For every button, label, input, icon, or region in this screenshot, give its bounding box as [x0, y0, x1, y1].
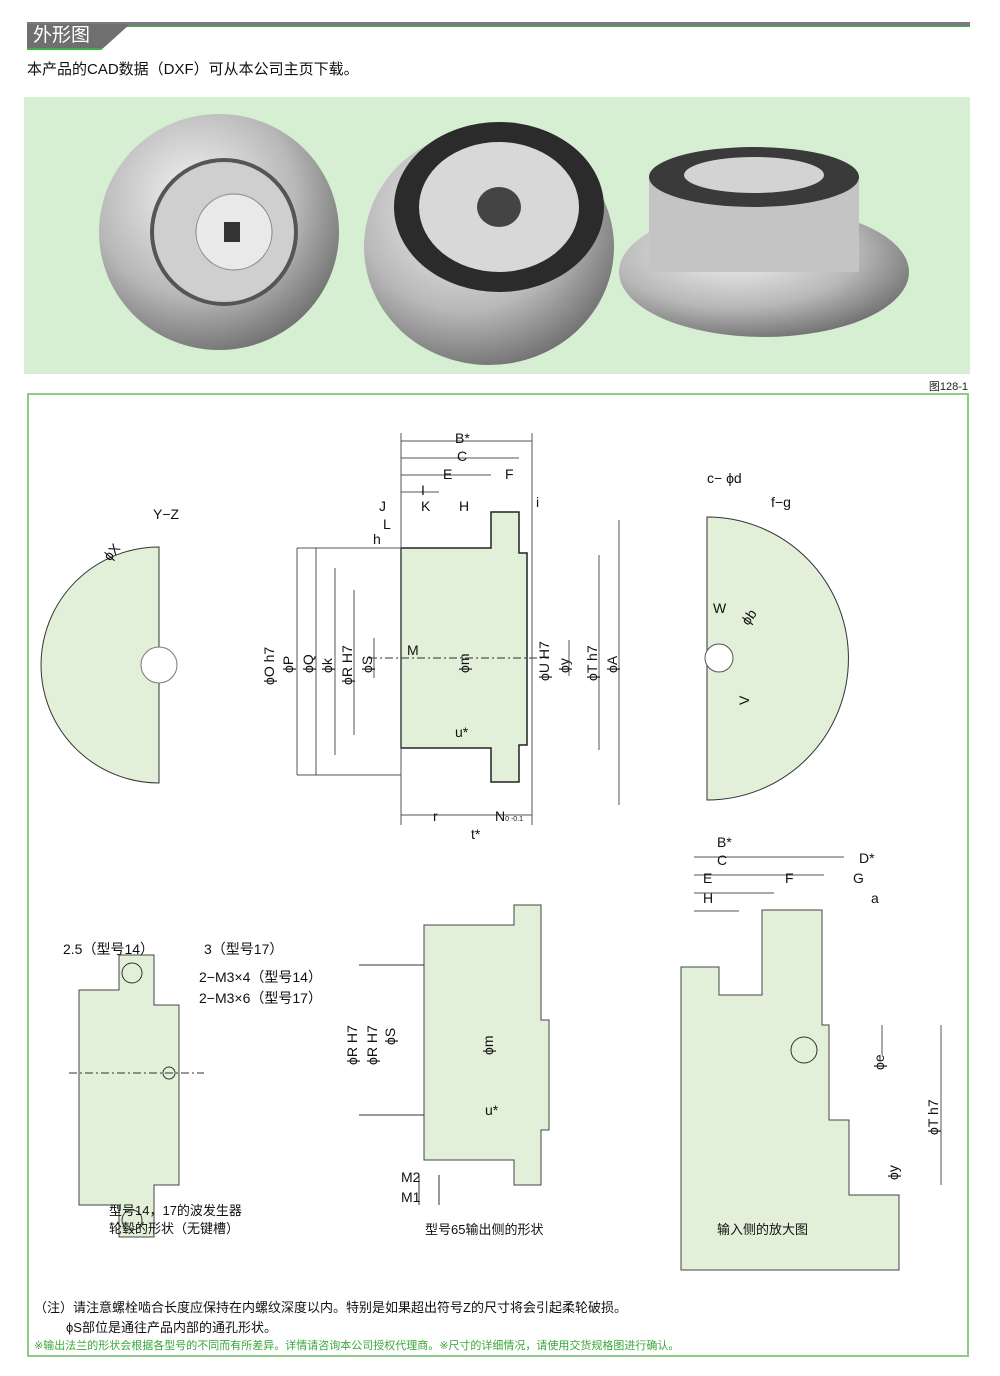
dim-phi-a: ϕA [604, 655, 620, 673]
drawing-panel: Y−Z ϕX B* C E F I J K H L h i ϕO h7 ϕP ϕ… [27, 393, 969, 1357]
hub-caption: 型号14，17的波发生器轮毂的形状（无键槽） [109, 1202, 242, 1238]
hub-dim-model14: 2.5（型号14） [63, 941, 155, 957]
green-note: ※输出法兰的形状会根据各型号的不同而有所差异。详情请咨询本公司授权代理商。※尺寸… [34, 1340, 680, 1352]
dim-m-upper: M [407, 642, 419, 658]
dim-n: N0 -0.1 [495, 809, 523, 823]
dim-i-upper: I [421, 482, 425, 498]
input-dim-c: C [717, 852, 728, 868]
dim-phi-q: ϕQ [300, 654, 316, 673]
out65-m2: M2 [401, 1169, 421, 1185]
dim-phi-k: ϕk [319, 658, 335, 673]
dim-phi-r: ϕR H7 [339, 645, 355, 685]
dim-i: i [536, 494, 540, 510]
input-dim-d: D* [859, 850, 875, 866]
dim-phi-y: ϕy [556, 658, 572, 673]
input-dim-a: a [871, 890, 879, 906]
input-dim-h: H [703, 890, 714, 906]
input-phi-y: ϕy [885, 1165, 901, 1180]
dim-f: F [505, 466, 514, 482]
dim-h: h [373, 531, 381, 547]
input-dim-g: G [853, 870, 864, 886]
out65-phi-m: ϕm [480, 1035, 496, 1055]
figure-number: 图128-1 [928, 381, 968, 393]
dim-n-symbol: N [495, 808, 506, 824]
dim-n-tolerance: 0 -0.1 [505, 816, 524, 823]
input-dim-e: E [703, 870, 713, 886]
note-line-1: （注）请注意螺栓啮合长度应保持在内螺纹深度以内。特别是如果超出符号Z的尺寸将会引… [34, 1300, 627, 1315]
product-photos [24, 97, 970, 374]
label-w: W [713, 600, 727, 616]
dim-e: E [443, 466, 453, 482]
hub-caption-line1: 型号14，17的波发生器 [109, 1203, 242, 1218]
dim-l: L [383, 516, 391, 532]
out65-caption: 型号65输出侧的形状 [425, 1222, 544, 1237]
input-caption: 输入侧的放大图 [717, 1222, 809, 1237]
dim-phi-s: ϕS [359, 655, 375, 673]
section-title: 外形图 [27, 24, 131, 50]
input-phi-t: ϕT h7 [925, 1099, 941, 1135]
hub-dim-model17: 3（型号17） [204, 941, 284, 957]
dim-h-upper: H [459, 498, 470, 514]
dim-u: u* [455, 724, 469, 740]
label-f-g: f−g [771, 494, 791, 510]
out65-m1: M1 [401, 1189, 421, 1205]
dim-j: J [379, 498, 386, 514]
dim-b: B* [455, 430, 470, 446]
dim-phi-p: ϕP [280, 655, 296, 673]
out65-phi-s: ϕS [382, 1027, 398, 1045]
dim-phi-t: ϕT h7 [584, 645, 600, 681]
section-rule [27, 22, 970, 27]
technical-drawings [40, 433, 942, 1271]
out65-phi-r1: ϕR H7 [344, 1025, 360, 1065]
dim-k: K [421, 498, 431, 514]
input-dim-b: B* [717, 834, 732, 850]
label-y-z: Y−Z [153, 506, 180, 522]
out65-u: u* [485, 1102, 499, 1118]
label-v: V [736, 695, 752, 705]
dim-c: C [457, 448, 468, 464]
dim-phi-m: ϕm [456, 653, 472, 673]
out65-phi-r2: ϕR H7 [364, 1025, 380, 1065]
dim-phi-u: ϕU H7 [536, 641, 552, 681]
dim-t: t* [471, 826, 481, 842]
product-photo-illustration [99, 114, 909, 365]
dim-phi-o: ϕO h7 [261, 646, 277, 685]
note-line-2: ϕS部位是通往产品内部的通孔形状。 [66, 1320, 277, 1335]
label-c-d: c− ϕd [707, 470, 742, 486]
input-dim-f: F [785, 870, 794, 886]
intro-text: 本产品的CAD数据（DXF）可从本公司主页下载。 [27, 61, 359, 78]
input-phi-e: ϕe [871, 1054, 887, 1070]
hub-screw-model17: 2−M3×6（型号17） [199, 990, 322, 1006]
hub-caption-line2: 轮毂的形状（无键槽） [109, 1221, 240, 1236]
dim-r: r [433, 808, 438, 824]
hub-screw-model14: 2−M3×4（型号14） [199, 969, 322, 985]
